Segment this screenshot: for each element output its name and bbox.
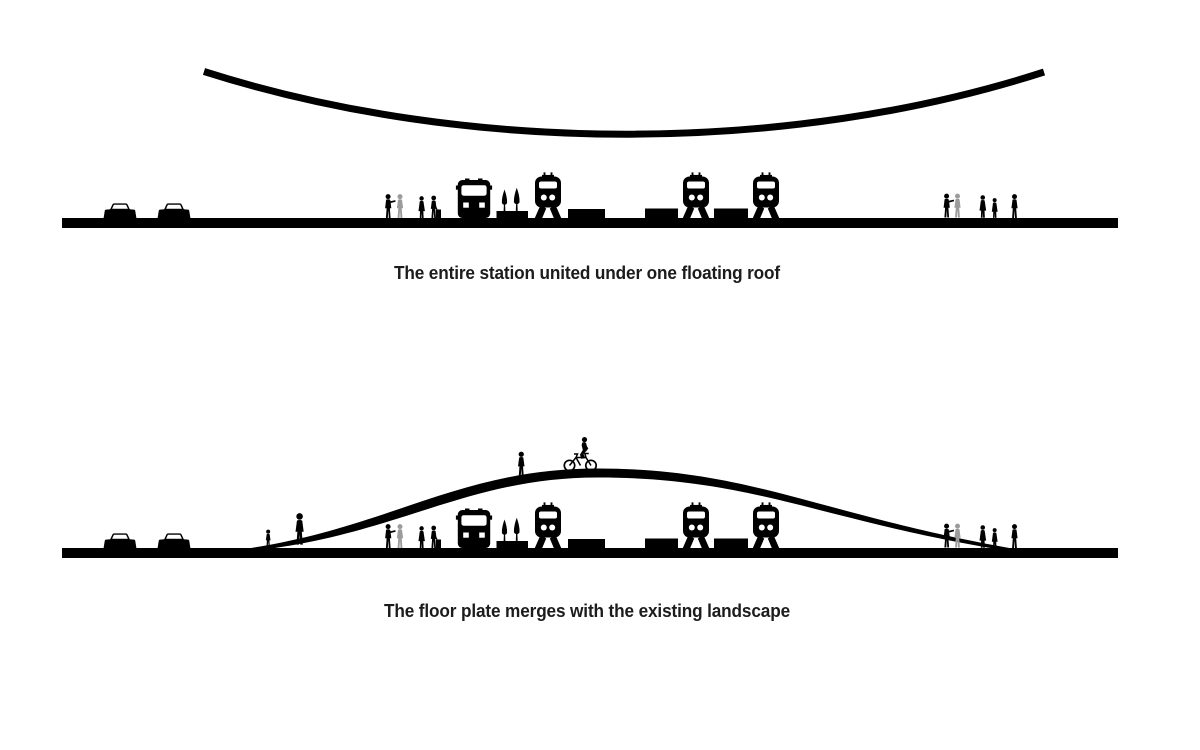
station-scene-top xyxy=(62,172,1118,228)
floating-roof-curve xyxy=(202,68,1046,138)
diagram-landscape-floor xyxy=(62,436,1118,558)
cyclist-on-hilltop xyxy=(563,436,598,472)
child-on-slope xyxy=(265,529,271,547)
station-scene-bottom xyxy=(62,502,1118,558)
caption-landscape-floor: The floor plate merges with the existing… xyxy=(383,600,791,621)
person-on-hilltop xyxy=(517,451,525,477)
hill-floor-plate-curve xyxy=(225,468,1012,554)
diagram-floating-roof xyxy=(62,68,1118,229)
caption-floating-roof: The entire station united under one floa… xyxy=(393,262,781,283)
